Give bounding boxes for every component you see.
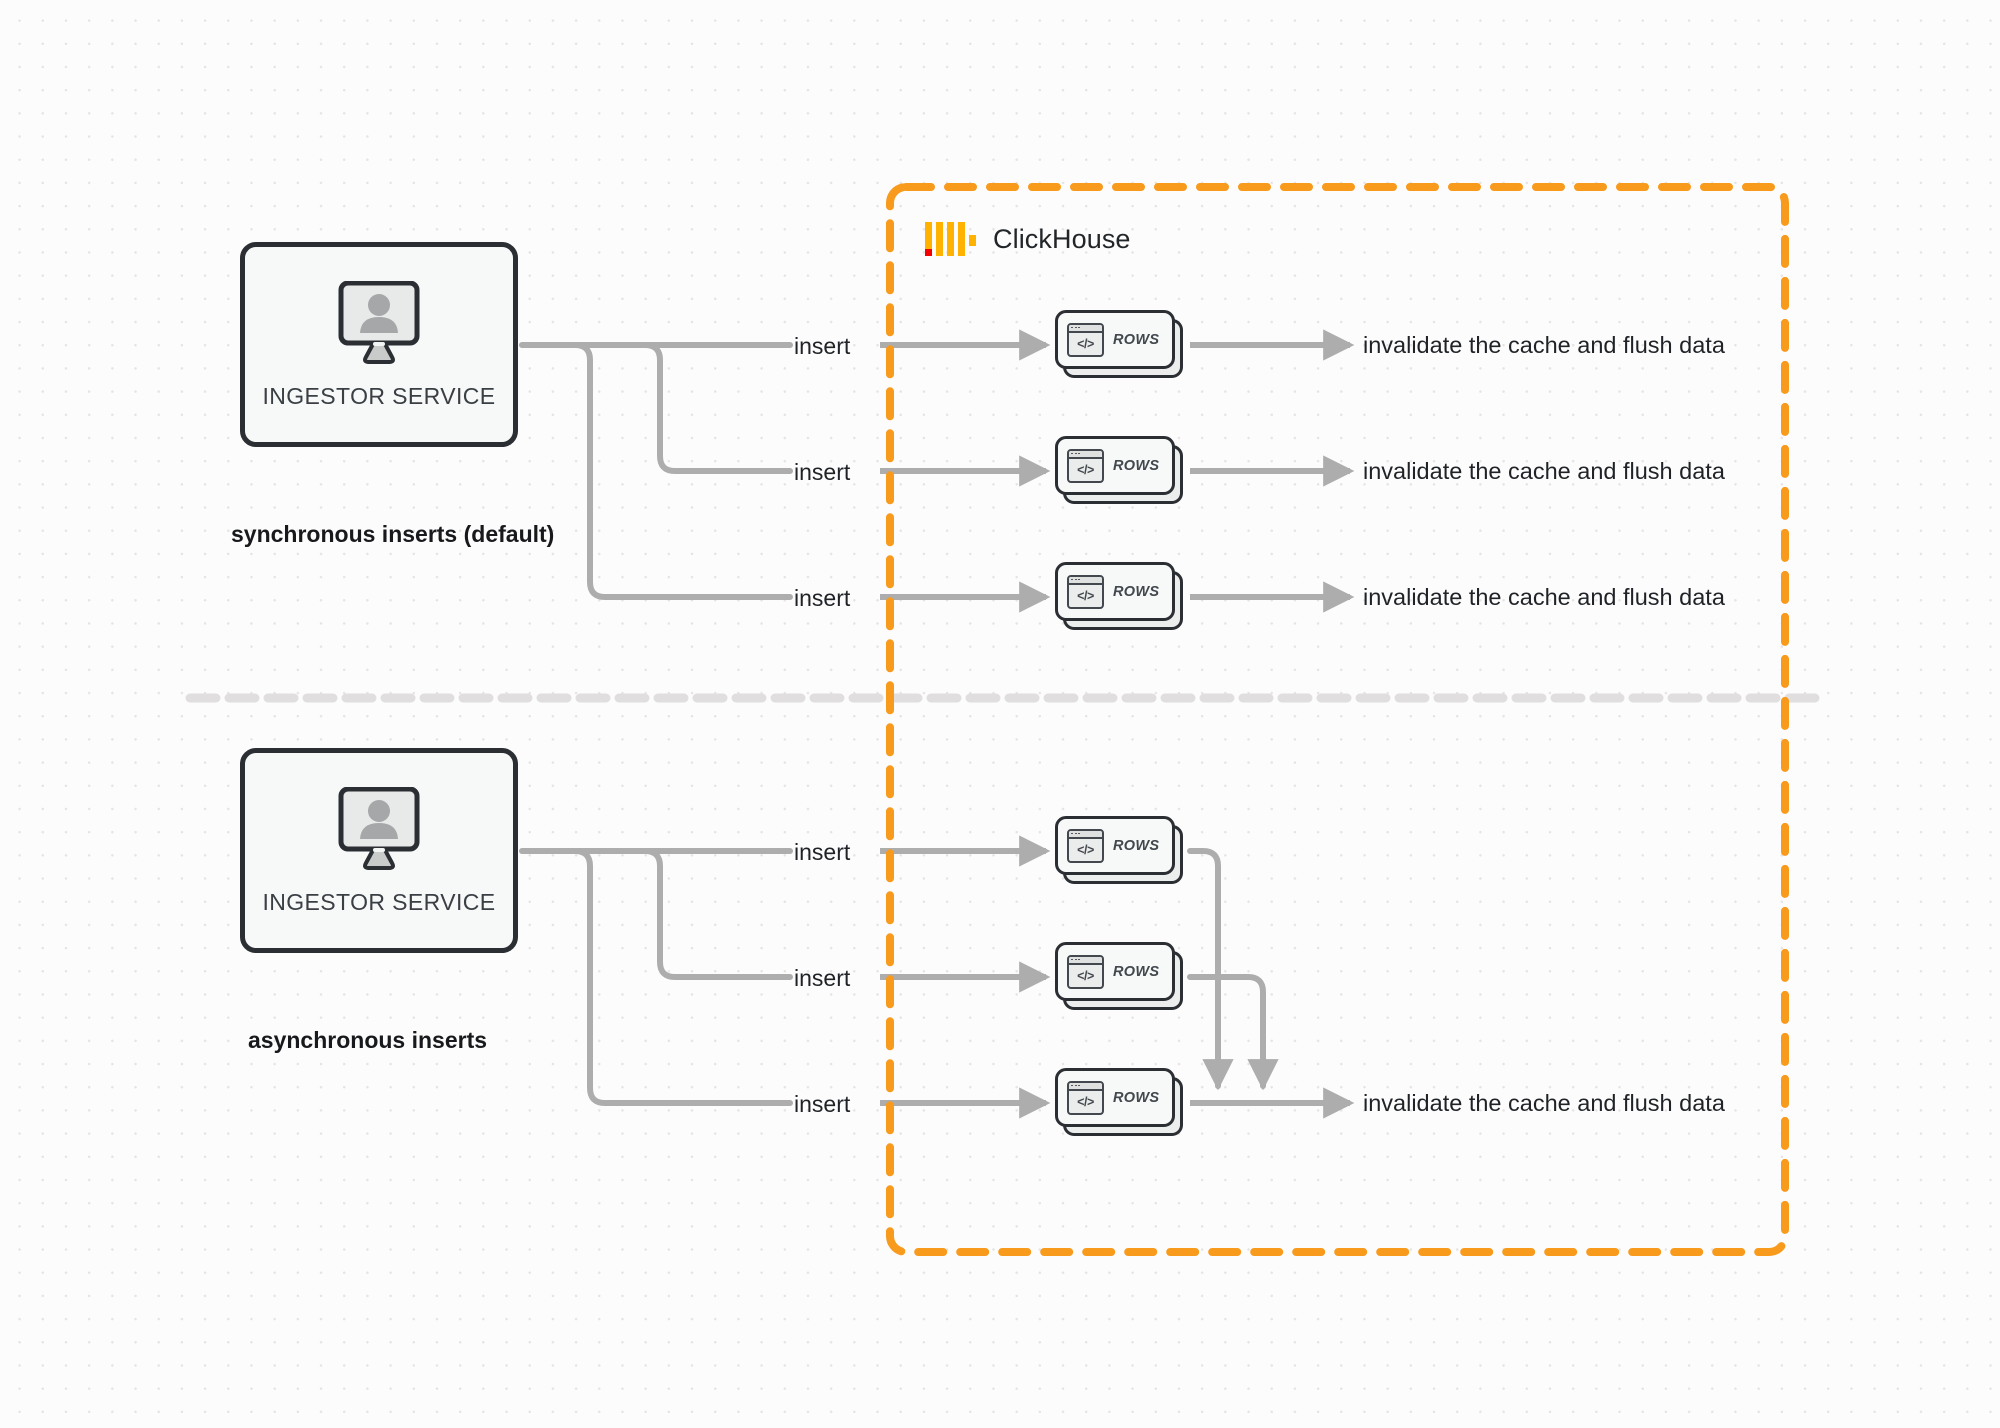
monitor-user-icon [329, 280, 429, 373]
rows-node-label: ROWS [1113, 1089, 1160, 1106]
rows-node-sync-1[interactable]: </> ROWS [1055, 310, 1183, 378]
flush-label-sync-2: invalidate the cache and flush data [1363, 458, 1725, 484]
code-window-icon: </> [1067, 574, 1104, 609]
mode-label-synchronous: synchronous inserts (default) [231, 521, 555, 547]
code-window-icon: </> [1067, 448, 1104, 483]
rows-node-front: </> ROWS [1055, 942, 1175, 1001]
rows-node-label: ROWS [1113, 457, 1160, 474]
rows-node-front: </> ROWS [1055, 436, 1175, 495]
insert-label-async-1: insert [794, 839, 851, 865]
rows-node-front: </> ROWS [1055, 562, 1175, 621]
clickhouse-logo-icon [925, 222, 976, 256]
flush-label-async-merged: invalidate the cache and flush data [1363, 1090, 1725, 1116]
rows-node-front: </> ROWS [1055, 310, 1175, 369]
clickhouse-brand: ClickHouse [925, 222, 1131, 256]
rows-node-front: </> ROWS [1055, 1068, 1175, 1127]
code-window-icon: </> [1067, 322, 1104, 357]
insert-label-async-3: insert [794, 1091, 851, 1117]
ingestor-service-node-async[interactable]: INGESTOR SERVICE [240, 748, 518, 953]
flush-label-sync-1: invalidate the cache and flush data [1363, 332, 1725, 358]
flush-label-sync-3: invalidate the cache and flush data [1363, 584, 1725, 610]
monitor-user-icon [329, 786, 429, 879]
rows-node-async-1[interactable]: </> ROWS [1055, 816, 1183, 884]
rows-node-sync-2[interactable]: </> ROWS [1055, 436, 1183, 504]
rows-node-label: ROWS [1113, 331, 1160, 348]
ingestor-service-label: INGESTOR SERVICE [262, 383, 496, 409]
rows-node-label: ROWS [1113, 583, 1160, 600]
rows-node-sync-3[interactable]: </> ROWS [1055, 562, 1183, 630]
ingestor-service-node-sync[interactable]: INGESTOR SERVICE [240, 242, 518, 447]
insert-label-async-2: insert [794, 965, 851, 991]
ingestor-service-label: INGESTOR SERVICE [262, 889, 496, 915]
rows-node-front: </> ROWS [1055, 816, 1175, 875]
rows-node-async-2[interactable]: </> ROWS [1055, 942, 1183, 1010]
rows-node-label: ROWS [1113, 963, 1160, 980]
insert-label-sync-2: insert [794, 459, 851, 485]
mode-label-asynchronous: asynchronous inserts [248, 1027, 488, 1053]
code-window-icon: </> [1067, 1080, 1104, 1115]
code-window-icon: </> [1067, 954, 1104, 989]
rows-node-label: ROWS [1113, 837, 1160, 854]
clickhouse-brand-label: ClickHouse [993, 223, 1131, 254]
insert-label-sync-1: insert [794, 333, 851, 359]
rows-node-async-3[interactable]: </> ROWS [1055, 1068, 1183, 1136]
code-window-icon: </> [1067, 828, 1104, 863]
insert-label-sync-3: insert [794, 585, 851, 611]
